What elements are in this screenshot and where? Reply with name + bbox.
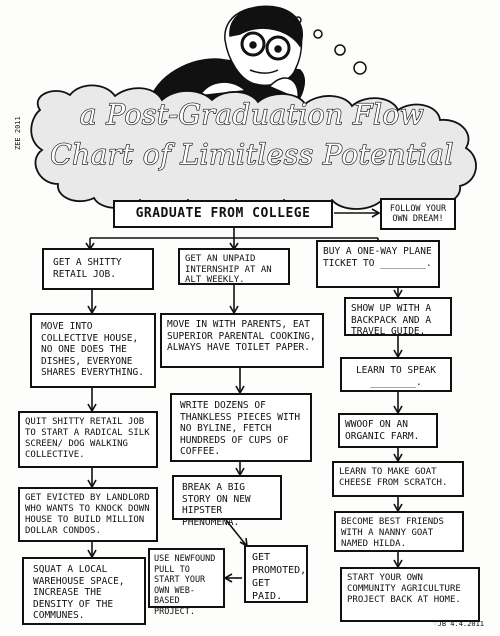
artist-signature-side: ZEE 2011 (14, 116, 22, 150)
col2-step-3: WRITE DOZENS OF THANKLESS PIECES WITH NO… (170, 393, 312, 462)
col2-step-2: MOVE IN WITH PARENTS, EAT SUPERIOR PAREN… (160, 313, 324, 368)
col3-step-5: LEARN TO MAKE GOAT CHEESE FROM SCRATCH. (332, 461, 464, 497)
col2-step-4: BREAK A BIG STORY ON NEW HIPSTER PHENOME… (172, 475, 282, 528)
col3-step-6: BECOME BEST FRIENDS WITH A NANNY GOAT NA… (334, 511, 464, 552)
col1-step-2: MOVE INTO COLLECTIVE HOUSE, NO ONE DOES … (30, 313, 156, 388)
col3-step-7: START YOUR OWN COMMUNITY AGRICULTURE PRO… (340, 567, 480, 622)
thought-bubbles (294, 16, 367, 75)
title-block: a Post-Graduation Flow Chart of Limitles… (12, 88, 492, 196)
col2-step-5: GET PROMOTED, GET PAID. (244, 545, 308, 603)
col3-step-3: LEARN TO SPEAK ________. (340, 357, 452, 392)
col2-step-1: GET AN UNPAID INTERNSHIP AT AN ALT WEEKL… (178, 248, 290, 285)
col1-step-4: GET EVICTED BY LANDLORD WHO WANTS TO KNO… (18, 487, 158, 542)
col3-step-4: WWOOF ON AN ORGANIC FARM. (338, 413, 438, 448)
col1-step-5: SQUAT A LOCAL WAREHOUSE SPACE, INCREASE … (22, 557, 146, 625)
graduate-box: GRADUATE FROM COLLEGE (113, 200, 333, 228)
col3-step-1: BUY A ONE-WAY PLANE TICKET TO ________. (316, 240, 440, 288)
artist-signature-bottom: ♡JB 4.4.2011 (433, 620, 484, 628)
title-line-2: Chart of Limitless Potential (50, 137, 454, 171)
col3-step-2: SHOW UP WITH A BACKPACK AND A TRAVEL GUI… (344, 297, 452, 337)
col2-step-6: USE NEWFOUND PULL TO START YOUR OWN WEB-… (148, 548, 225, 617)
title-line-1: a Post-Graduation Flow (79, 97, 425, 131)
follow-dream-box: FOLLOW YOUR OWN DREAM! (380, 198, 456, 230)
col1-step-3: QUIT SHITTY RETAIL JOB TO START A RADICA… (18, 411, 158, 468)
col1-step-1: GET A SHITTY RETAIL JOB. (42, 248, 154, 290)
